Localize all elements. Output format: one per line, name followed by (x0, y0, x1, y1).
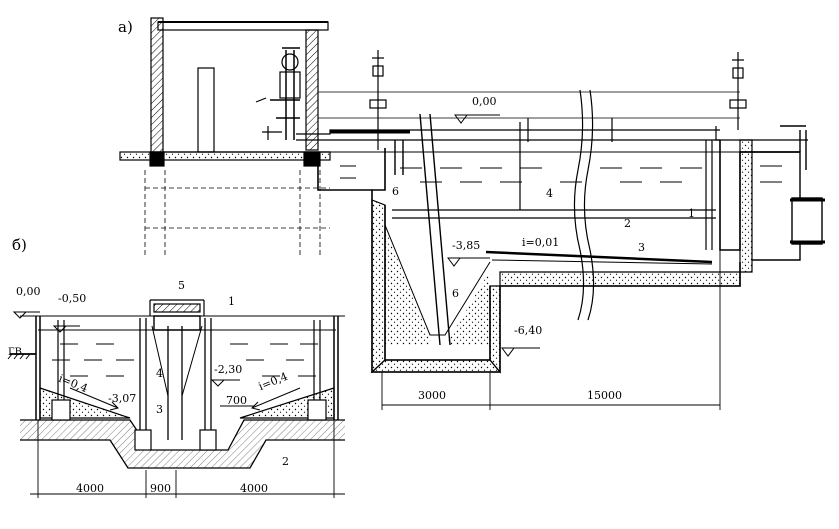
valve-right (729, 52, 747, 130)
elevation-mid-a: -3,85 (452, 239, 481, 252)
panel-label-a: а) (118, 18, 133, 36)
elevation-water-b: -0,50 (58, 292, 87, 305)
view-b-section (7, 299, 345, 498)
dimension-total: 15000 (587, 389, 622, 402)
pump-house (119, 17, 331, 255)
dimension-sump: 3000 (418, 389, 446, 402)
panel-label-b: б) (12, 236, 27, 254)
callout-1-b: 1 (228, 295, 235, 308)
slope-label-a: i=0,01 (522, 236, 560, 249)
valve-left (369, 50, 387, 150)
callout-6-upper-a: 6 (392, 185, 399, 198)
ground-water-label: ГВ (8, 347, 22, 358)
elevation-right-b: -2,30 (214, 363, 243, 376)
elevation-top-b: 0,00 (16, 285, 41, 298)
dimension-center-b: 900 (150, 482, 171, 495)
callout-1-a: 1 (688, 207, 695, 220)
water-dashes-b (52, 343, 318, 377)
callout-3-a: 3 (638, 241, 645, 254)
water-dashes (340, 165, 782, 183)
callout-5-b: 5 (178, 279, 185, 292)
callout-3-b: 3 (156, 403, 163, 416)
elevation-left-b: -3,07 (108, 392, 137, 405)
callout-2-b: 2 (282, 455, 289, 468)
dimension-left-b: 4000 (76, 482, 104, 495)
dimension-right-b: 4000 (240, 482, 268, 495)
dimension-inner-b: 700 (226, 394, 247, 407)
elevation-top-a: 0,00 (472, 95, 497, 108)
callout-6-lower-a: 6 (452, 287, 459, 300)
view-a-section (119, 17, 825, 410)
callout-4-a: 4 (546, 187, 553, 200)
elevation-bottom-a: -6,40 (514, 324, 543, 337)
callout-2-a: 2 (624, 217, 631, 230)
callout-4-b: 4 (156, 367, 163, 380)
